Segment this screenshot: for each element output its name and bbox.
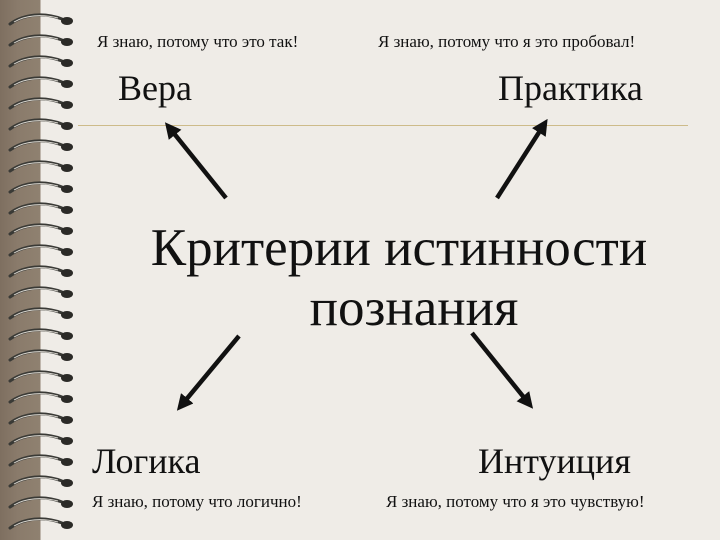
arrow-to-top-left <box>164 122 228 200</box>
binding-coil <box>8 118 73 131</box>
binding-coil <box>8 286 73 299</box>
main-title-line2: познания <box>309 279 519 337</box>
rule-line <box>78 125 688 126</box>
binding-coil <box>8 139 73 152</box>
arrow-to-top-right <box>495 118 548 200</box>
binding-coil <box>8 475 73 488</box>
bottom-right-label: Интуиция <box>478 441 631 481</box>
binding-coil <box>8 13 73 26</box>
binding-coil <box>8 223 73 236</box>
arrow-to-bottom-right <box>470 331 534 409</box>
binding-coil <box>8 391 73 404</box>
main-title: Критерии истинности познания <box>78 218 720 338</box>
binding-coil <box>8 496 73 509</box>
binding-coil <box>8 160 73 173</box>
arrow-to-bottom-left <box>176 334 241 411</box>
top-left-label: Вера <box>118 68 192 108</box>
binding-coil <box>8 34 73 47</box>
binding-coil <box>8 76 73 89</box>
binding-coil <box>8 244 73 257</box>
binding-coil <box>8 307 73 320</box>
binding-coil <box>8 202 73 215</box>
top-left-caption: Я знаю, потому что это так! <box>97 32 299 51</box>
binding-coil <box>8 433 73 446</box>
spiral-binding-icon <box>8 13 73 530</box>
top-right-caption: Я знаю, потому что я это пробовал! <box>378 32 636 51</box>
binding-coil <box>8 454 73 467</box>
binding-coil <box>8 412 73 425</box>
binding-coil <box>8 181 73 194</box>
binding-coil <box>8 265 73 278</box>
top-right-label: Практика <box>498 68 643 108</box>
binding-coil <box>8 517 73 530</box>
binding-coil <box>8 370 73 383</box>
bottom-left-label: Логика <box>92 441 201 481</box>
bottom-right-caption: Я знаю, потому что я это чувствую! <box>386 492 645 511</box>
main-title-line1: Критерии истинности <box>150 219 648 277</box>
binding-coil <box>8 55 73 68</box>
binding-coil <box>8 349 73 362</box>
bottom-left-caption: Я знаю, потому что логично! <box>92 492 302 511</box>
binding-coil <box>8 97 73 110</box>
binding-coil <box>8 328 73 341</box>
